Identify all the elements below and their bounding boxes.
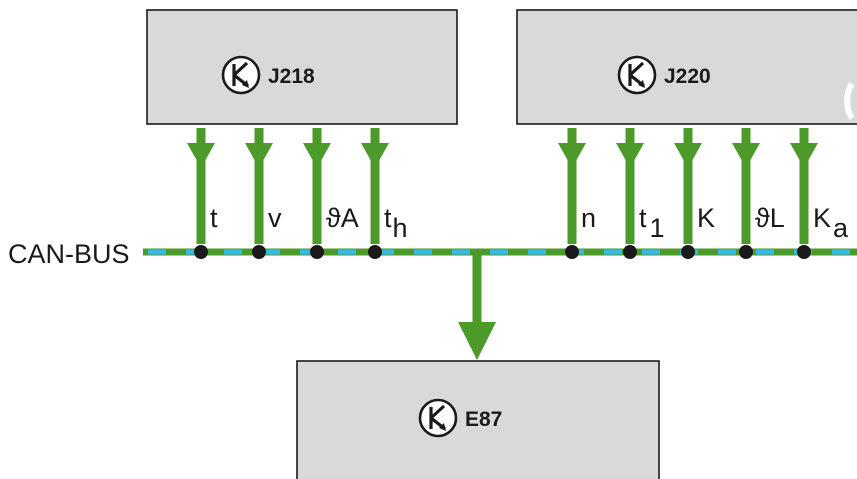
signal-subscript: h xyxy=(393,213,408,243)
bus-node-dot xyxy=(310,245,324,259)
arrow-k xyxy=(674,128,702,244)
bus-node-dot xyxy=(739,245,753,259)
arrow-to-e87 xyxy=(458,252,496,360)
arrow-v xyxy=(245,128,273,244)
can-bus-label: CAN-BUS xyxy=(8,239,130,269)
signal-label-t: t xyxy=(210,203,218,233)
arrow-theta-l xyxy=(732,128,760,244)
signal-main: t xyxy=(639,203,647,233)
signal-main: n xyxy=(581,203,596,233)
signal-label-k: K xyxy=(697,203,715,233)
signal-subscript: a xyxy=(833,213,849,243)
module-j220-label: J220 xyxy=(664,65,711,88)
bus-node-dot xyxy=(797,245,811,259)
signal-subscript: 1 xyxy=(650,213,665,243)
arrow-n xyxy=(558,128,586,244)
arrow-theta-a xyxy=(303,128,331,244)
arrow-t1 xyxy=(616,128,644,244)
bus-node-dot xyxy=(252,245,266,259)
module-j220-box xyxy=(516,9,857,125)
signal-main: K xyxy=(813,203,831,233)
signal-label-theta-l: ϑL xyxy=(755,203,785,233)
bus-node-dot xyxy=(565,245,579,259)
signal-main: t xyxy=(384,203,392,233)
arrow-t xyxy=(187,128,215,244)
control-unit-icon xyxy=(617,55,657,95)
bus-node-dot xyxy=(194,245,208,259)
bus-node-dot xyxy=(623,245,637,259)
signal-label-theta-a: ϑA xyxy=(326,203,359,233)
signal-label-ka: Ka xyxy=(813,203,849,243)
module-j220: J220 xyxy=(516,9,857,125)
signal-main: K xyxy=(697,203,715,233)
module-e87-label: E87 xyxy=(465,408,502,431)
module-j218: J218 xyxy=(146,9,458,125)
module-e87-box xyxy=(296,360,660,479)
control-unit-icon xyxy=(221,55,261,95)
signal-label-n: n xyxy=(581,203,596,233)
module-j218-box xyxy=(146,9,458,125)
control-unit-icon xyxy=(418,398,458,438)
partial-glyph-edge xyxy=(844,82,855,120)
module-e87: E87 xyxy=(296,360,660,479)
signal-label-th: th xyxy=(384,203,408,243)
bus-node-dot xyxy=(368,245,382,259)
signal-main: v xyxy=(268,203,282,233)
signal-main: ϑL xyxy=(755,203,785,233)
arrow-th xyxy=(361,128,389,244)
signal-main: ϑA xyxy=(326,203,359,233)
bus-node-dot xyxy=(681,245,695,259)
module-j218-label: J218 xyxy=(268,65,315,88)
arrow-ka xyxy=(790,128,818,244)
signal-label-v: v xyxy=(268,203,282,233)
signal-main: t xyxy=(210,203,218,233)
